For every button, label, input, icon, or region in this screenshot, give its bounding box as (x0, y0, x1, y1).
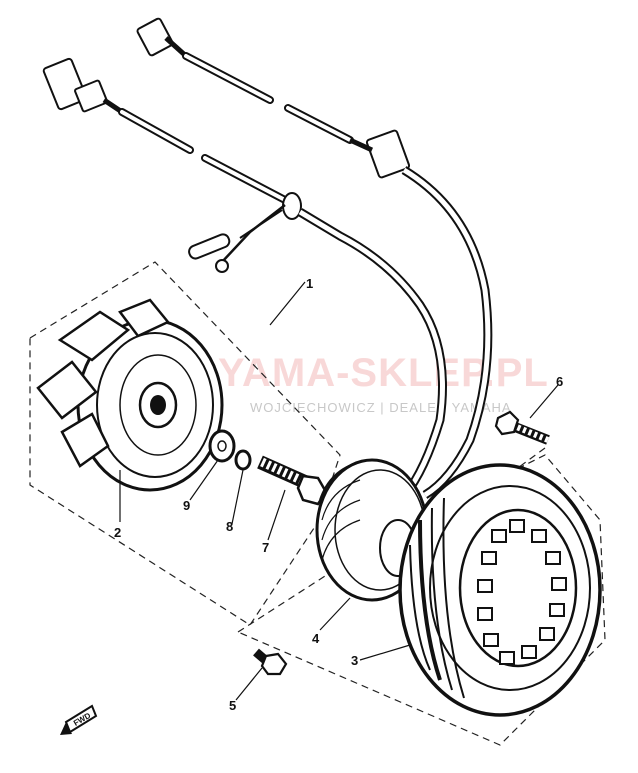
screw-5 (253, 648, 288, 676)
leader-lines (119, 281, 559, 701)
callout-5: 5 (229, 698, 236, 713)
callout-4: 4 (312, 631, 320, 646)
callout-7: 7 (262, 540, 269, 555)
watermark-brand: YAMA-SKLEP.PL (218, 351, 549, 395)
callout-3: 3 (351, 653, 358, 668)
upper-connector (136, 17, 188, 58)
callout-8: 8 (226, 519, 233, 534)
lower-connector (42, 57, 124, 115)
callout-9: 9 (183, 498, 190, 513)
stator-coil (398, 463, 602, 717)
lock-washer (234, 449, 252, 471)
bolt-6-guide (514, 447, 546, 471)
rotor-flywheel (36, 298, 224, 492)
inline-connector (348, 129, 411, 179)
terminal-sleeve (188, 233, 231, 260)
callout-1: 1 (306, 276, 313, 291)
forward-arrow-icon: FWD (60, 704, 98, 735)
callout-2: 2 (114, 525, 121, 540)
wire-harness (42, 17, 493, 499)
ring-terminal (215, 259, 229, 273)
plain-washer (208, 429, 236, 463)
bolt-6 (494, 410, 550, 445)
bolt-7 (257, 455, 328, 506)
callout-labels: 1 2 3 4 5 6 7 8 9 (114, 276, 563, 713)
callout-6: 6 (556, 374, 563, 389)
stator-group-boundary (236, 454, 606, 746)
